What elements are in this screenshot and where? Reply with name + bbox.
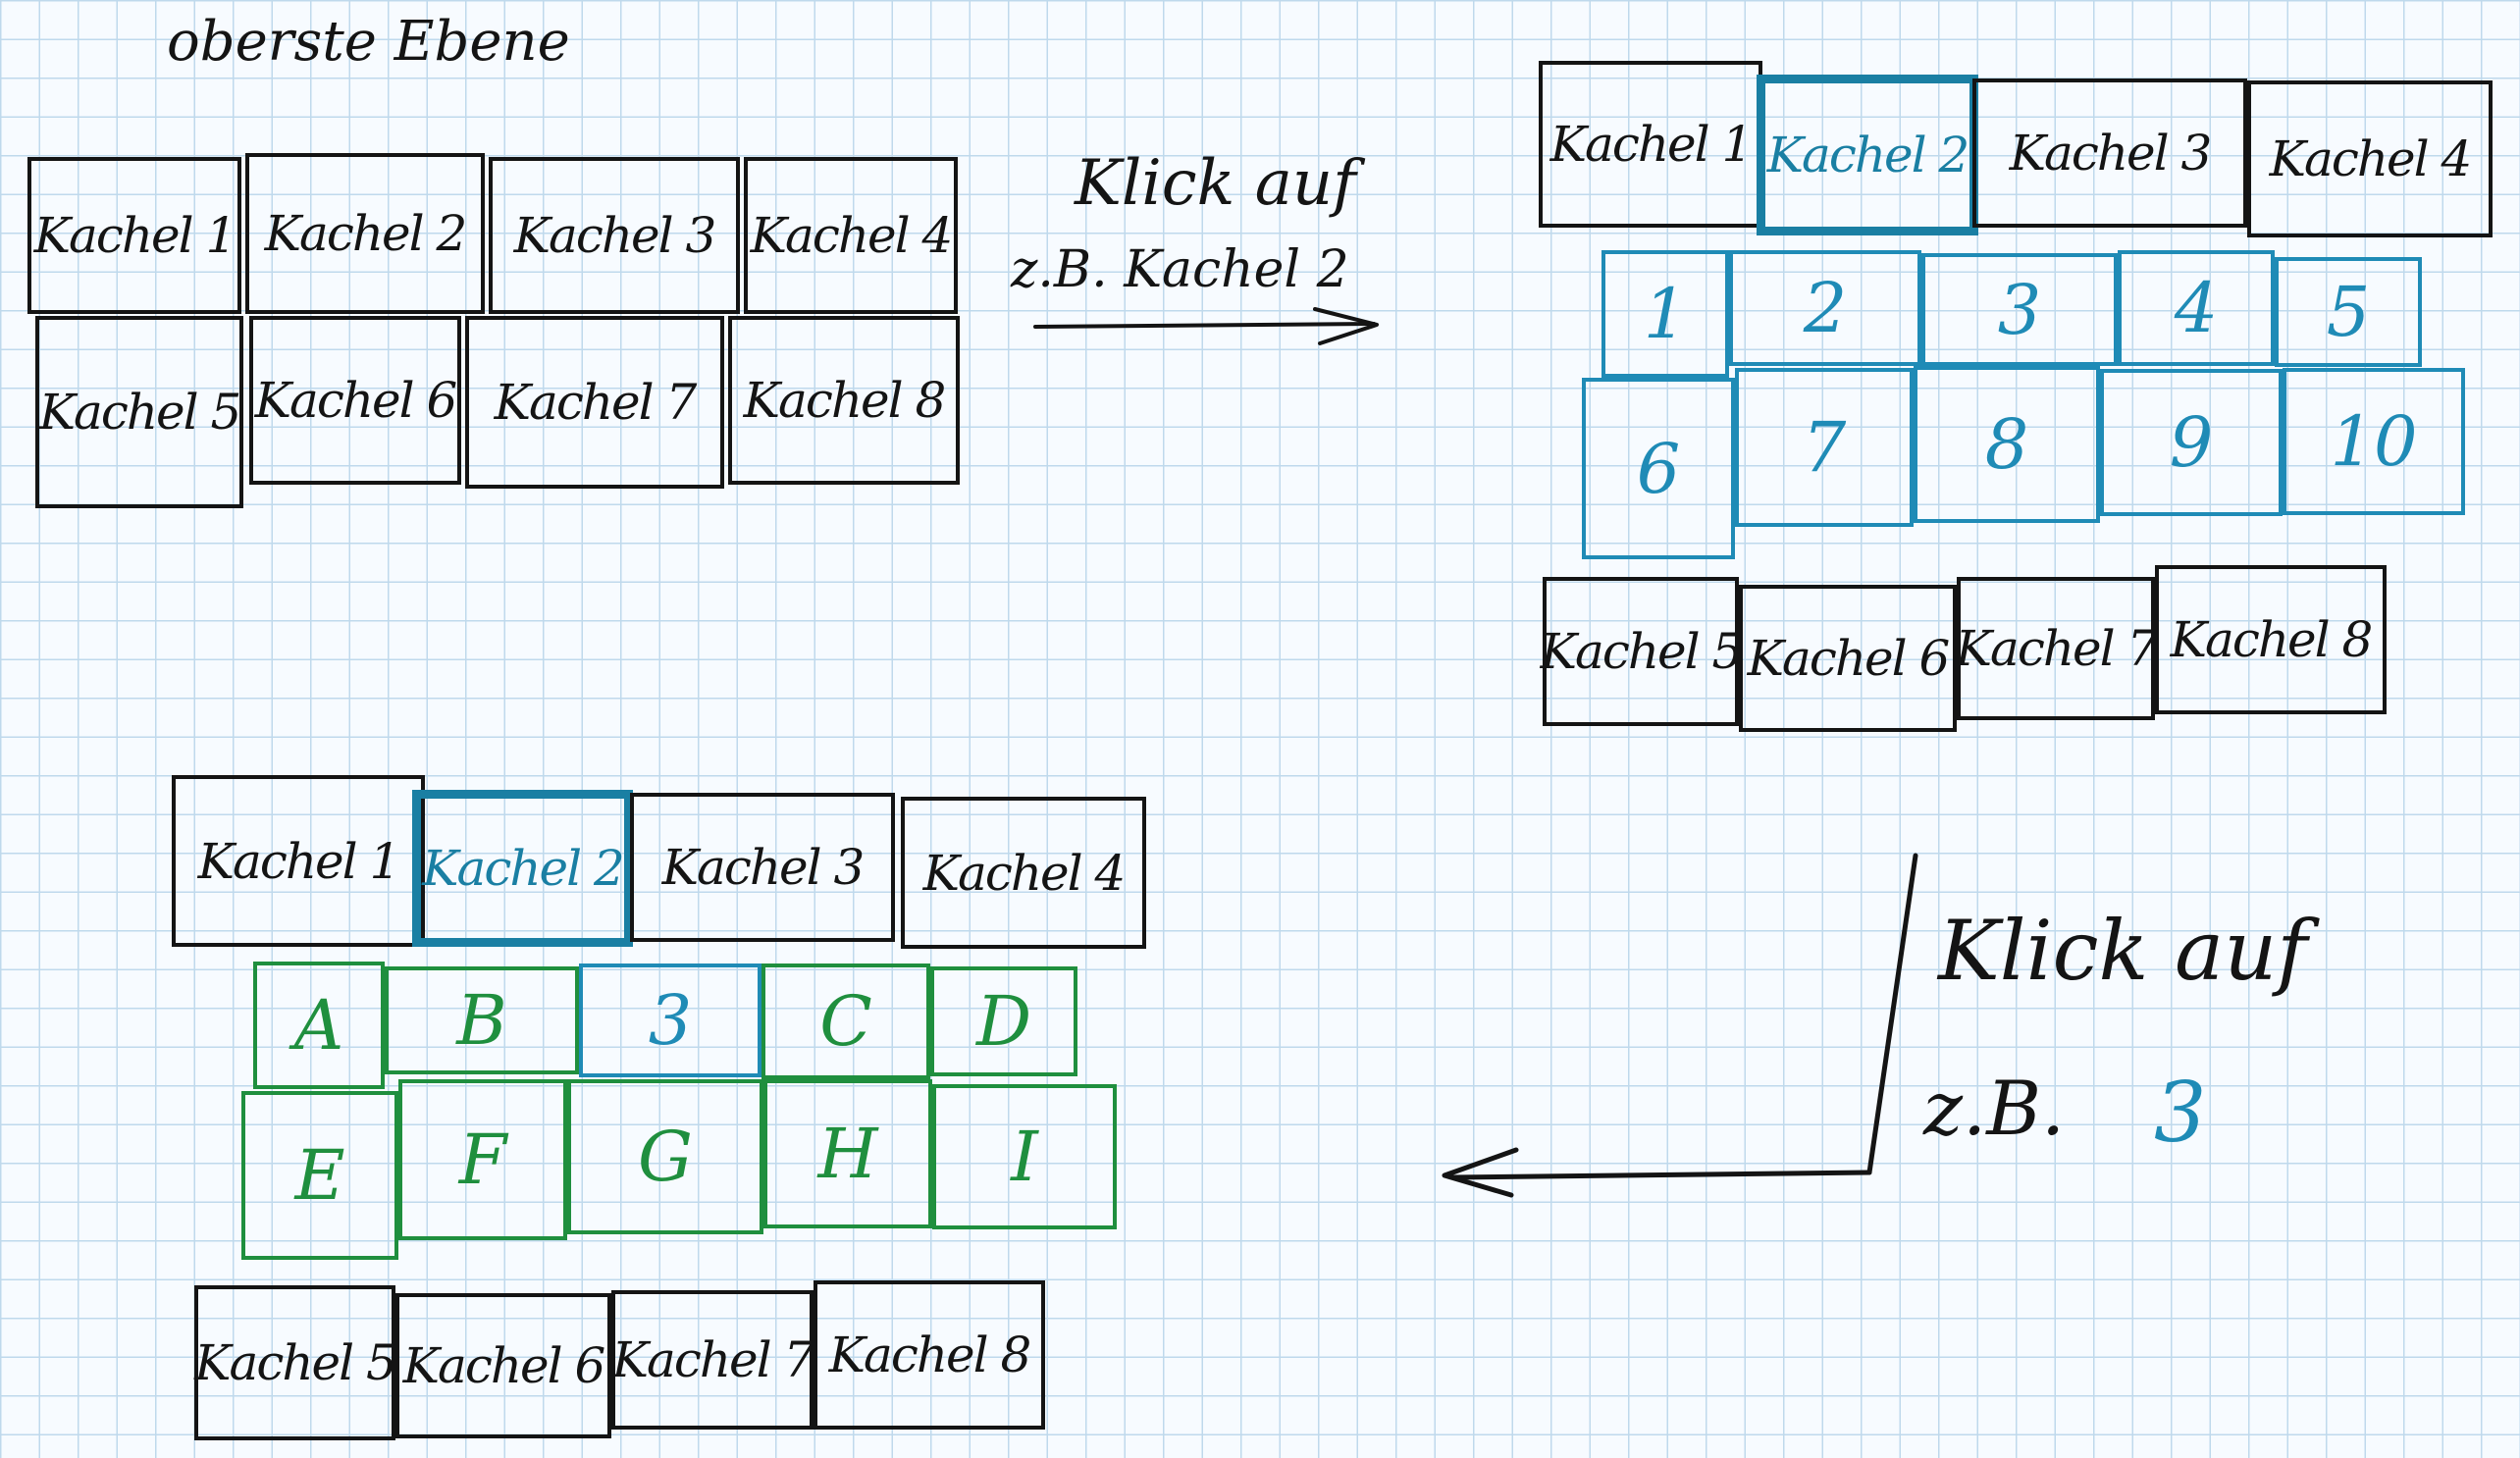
note2-click-value: 3 [2154,1065,2207,1161]
l2-sub-2[interactable]: 2 [1729,250,1921,366]
l2-sub-3[interactable]: 3 [1921,253,2118,366]
arrow-right-icon [1033,307,1379,345]
l3-sub-i[interactable]: I [932,1084,1117,1229]
l2-sub-8[interactable]: 8 [1914,366,2100,523]
l3-sub-c[interactable]: C [761,963,930,1079]
l3-sub-e[interactable]: E [241,1091,398,1260]
l3-footer-kachel-8[interactable]: Kachel 8 [814,1280,1045,1430]
l2-footer-kachel-7[interactable]: Kachel 7 [1956,577,2158,720]
l3-sub-f[interactable]: F [398,1079,567,1240]
l2-sub-10[interactable]: 10 [2283,368,2465,515]
tile-kachel-1[interactable]: Kachel 1 [27,157,241,314]
l2-header-kachel-2-selected[interactable]: Kachel 2 [1757,75,1978,235]
tile-kachel-3[interactable]: Kachel 3 [489,157,740,314]
tile-kachel-7[interactable]: Kachel 7 [465,316,724,489]
note2-click-line1: Klick auf [1938,903,2308,999]
l3-sub-b[interactable]: B [385,966,579,1074]
l2-header-kachel-3[interactable]: Kachel 3 [1972,78,2247,228]
l3-sub-g[interactable]: G [567,1079,763,1234]
l2-sub-1[interactable]: 1 [1601,250,1729,378]
tile-kachel-6[interactable]: Kachel 6 [249,316,461,485]
note-click-line2: z.B. Kachel 2 [1011,240,1349,299]
arrow-left-elbow-icon [1442,853,1918,1198]
note2-click-line2: z.B. [1923,1065,2066,1152]
note-click-line1: Klick auf [1075,147,1356,220]
l2-footer-kachel-6[interactable]: Kachel 6 [1739,585,1957,732]
page-title: oberste Ebene [167,10,570,74]
l2-header-kachel-1[interactable]: Kachel 1 [1539,61,1762,228]
tile-kachel-4[interactable]: Kachel 4 [744,157,958,314]
l3-sub-3[interactable]: 3 [579,963,761,1077]
l2-sub-5[interactable]: 5 [2275,257,2422,367]
l3-header-kachel-2-selected[interactable]: Kachel 2 [412,790,633,947]
l3-footer-kachel-5[interactable]: Kachel 5 [194,1285,397,1440]
l3-header-kachel-4[interactable]: Kachel 4 [901,797,1146,949]
l3-header-kachel-3[interactable]: Kachel 3 [630,793,895,942]
l2-sub-9[interactable]: 9 [2100,369,2283,516]
l3-footer-kachel-6[interactable]: Kachel 6 [395,1293,611,1438]
tile-kachel-5[interactable]: Kachel 5 [35,316,243,508]
l2-sub-7[interactable]: 7 [1735,368,1914,527]
l3-sub-h[interactable]: H [763,1079,932,1228]
l2-sub-4[interactable]: 4 [2118,250,2275,366]
tile-kachel-2[interactable]: Kachel 2 [245,153,485,314]
l2-sub-6[interactable]: 6 [1582,378,1735,559]
tile-kachel-8[interactable]: Kachel 8 [728,316,960,485]
l2-footer-kachel-8[interactable]: Kachel 8 [2155,565,2387,714]
l3-sub-d[interactable]: D [930,966,1077,1076]
l2-header-kachel-4[interactable]: Kachel 4 [2247,80,2493,237]
l3-header-kachel-1[interactable]: Kachel 1 [172,775,425,947]
l3-footer-kachel-7[interactable]: Kachel 7 [611,1290,814,1430]
l3-sub-a[interactable]: A [253,962,385,1089]
l2-footer-kachel-5[interactable]: Kachel 5 [1541,577,1743,726]
